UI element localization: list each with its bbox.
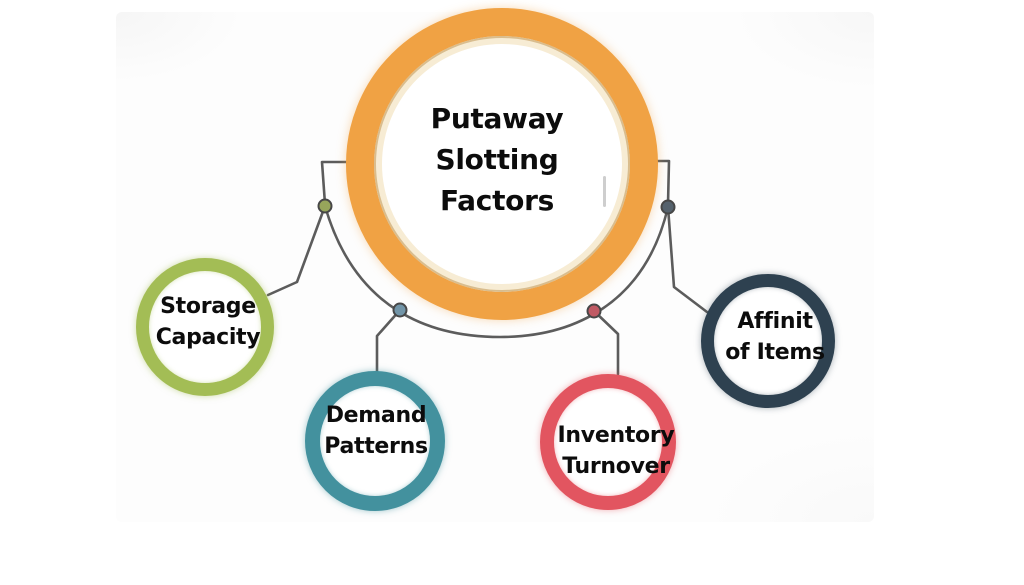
factor-circle-demand-patterns: Demand Patterns bbox=[305, 371, 445, 511]
junction-dot-affinity-of-items bbox=[660, 199, 676, 215]
diagram-title-line-1: Putaway bbox=[430, 101, 564, 135]
connector-bottom-arc bbox=[323, 204, 670, 339]
factor-label-line: Storage bbox=[160, 294, 256, 319]
factor-circle-storage-capacity: Storage Capacity bbox=[136, 258, 274, 396]
factor-label-line: Turnover bbox=[562, 454, 670, 479]
factor-label-line: Affinit bbox=[737, 309, 813, 334]
junction-dot-demand-patterns bbox=[392, 302, 408, 318]
junction-dot-storage-capacity bbox=[317, 198, 333, 214]
factor-label-line: Patterns bbox=[324, 434, 428, 459]
connector-inventory-turnover bbox=[592, 309, 620, 376]
factor-label-line: Inventory bbox=[557, 423, 675, 448]
connector-right-stub bbox=[654, 159, 671, 206]
connector-affinity-of-items bbox=[666, 205, 709, 314]
connector-demand-patterns bbox=[375, 308, 402, 374]
factor-label-inventory-turnover: Inventory Turnover bbox=[558, 420, 675, 482]
diagram-title: Putaway Slotting Factors bbox=[431, 98, 564, 221]
factor-label-storage-capacity: Storage Capacity bbox=[156, 291, 261, 353]
center-circle: Putaway Slotting Factors bbox=[346, 8, 658, 320]
factor-label-line: Demand bbox=[325, 403, 427, 428]
factor-label-demand-patterns: Demand Patterns bbox=[324, 400, 428, 462]
connector-storage-capacity bbox=[266, 204, 327, 297]
connector-left-stub bbox=[320, 160, 348, 206]
factor-circle-affinity-of-items: Affinit of Items bbox=[701, 274, 835, 408]
factor-label-affinity-of-items: Affinit of Items bbox=[725, 306, 825, 368]
factor-circle-inventory-turnover: Inventory Turnover bbox=[540, 374, 676, 510]
factor-label-line: Capacity bbox=[155, 325, 261, 350]
junction-dot-inventory-turnover bbox=[586, 303, 602, 319]
diagram-title-line-2: Slotting bbox=[435, 142, 559, 176]
diagram-title-line-3: Factors bbox=[440, 183, 554, 217]
stray-cursor-artifact bbox=[603, 176, 606, 207]
factor-label-line: of Items bbox=[725, 340, 825, 365]
